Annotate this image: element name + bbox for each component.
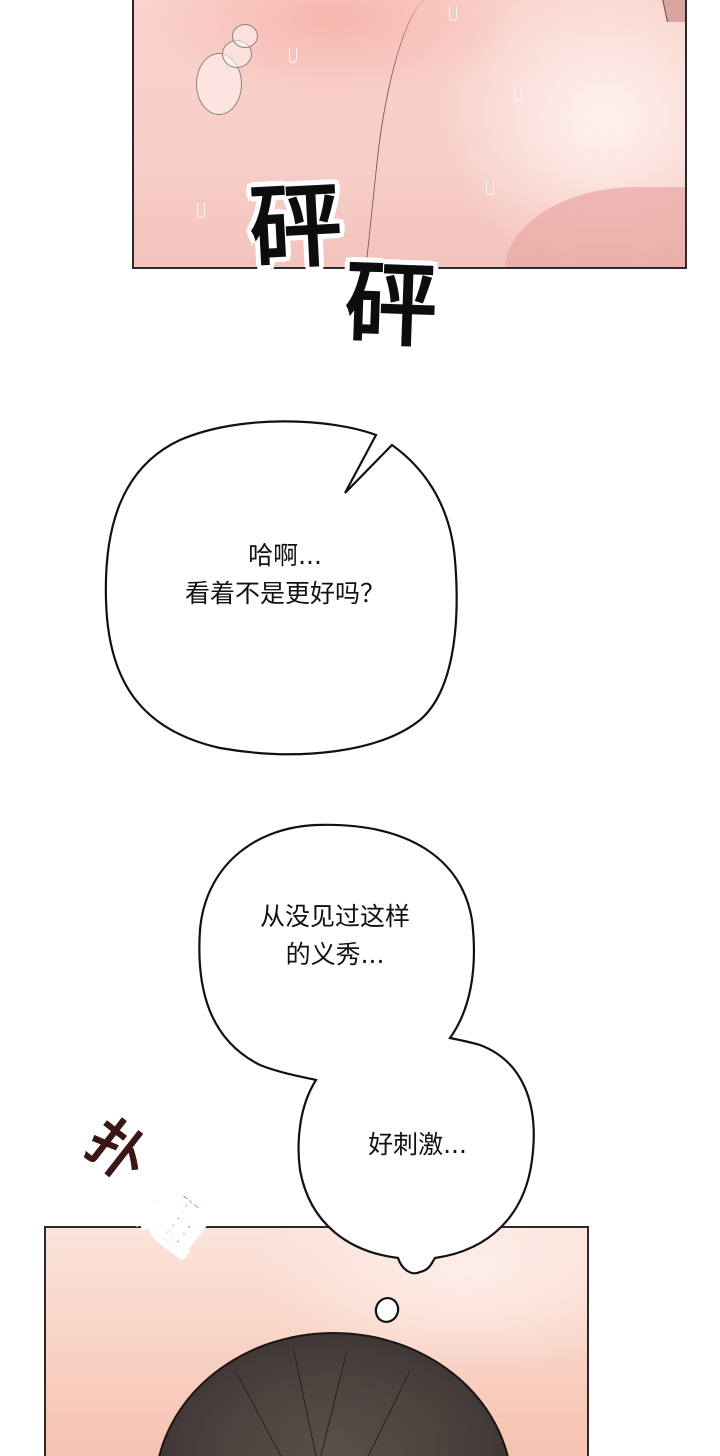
sweat-drop-icon [514, 86, 522, 101]
dialogue-line: 哈啊... [248, 541, 322, 570]
sound-effect-char: 扑 [73, 1106, 161, 1196]
sweat-drop-icon [449, 6, 457, 21]
dialogue-line: 的义秀... [285, 940, 385, 969]
sound-effect-char: 通 [131, 1176, 219, 1266]
sound-effect-heartbeat: 扑 通 [73, 1106, 244, 1288]
dialogue-line: 好刺激... [368, 1130, 467, 1159]
dialogue-line: 从没见过这样 [259, 902, 410, 931]
steam-puff-icon [232, 24, 258, 48]
sweat-drop-icon [486, 180, 494, 195]
thought-dot-icon [374, 1297, 400, 1323]
speech-bubble-text: 哈啊... 看着不是更好吗？ [150, 537, 420, 613]
dialogue-line: 看着不是更好吗？ [184, 579, 385, 608]
thought-bubble-text: 从没见过这样 的义秀... [225, 898, 445, 974]
comic-panel-skin-closeup [132, 0, 687, 269]
sweat-drop-icon [289, 48, 297, 63]
thought-bubble-text: 好刺激... [345, 1126, 490, 1164]
comic-panel-hair [44, 1226, 589, 1456]
sweat-drop-icon [197, 203, 205, 218]
